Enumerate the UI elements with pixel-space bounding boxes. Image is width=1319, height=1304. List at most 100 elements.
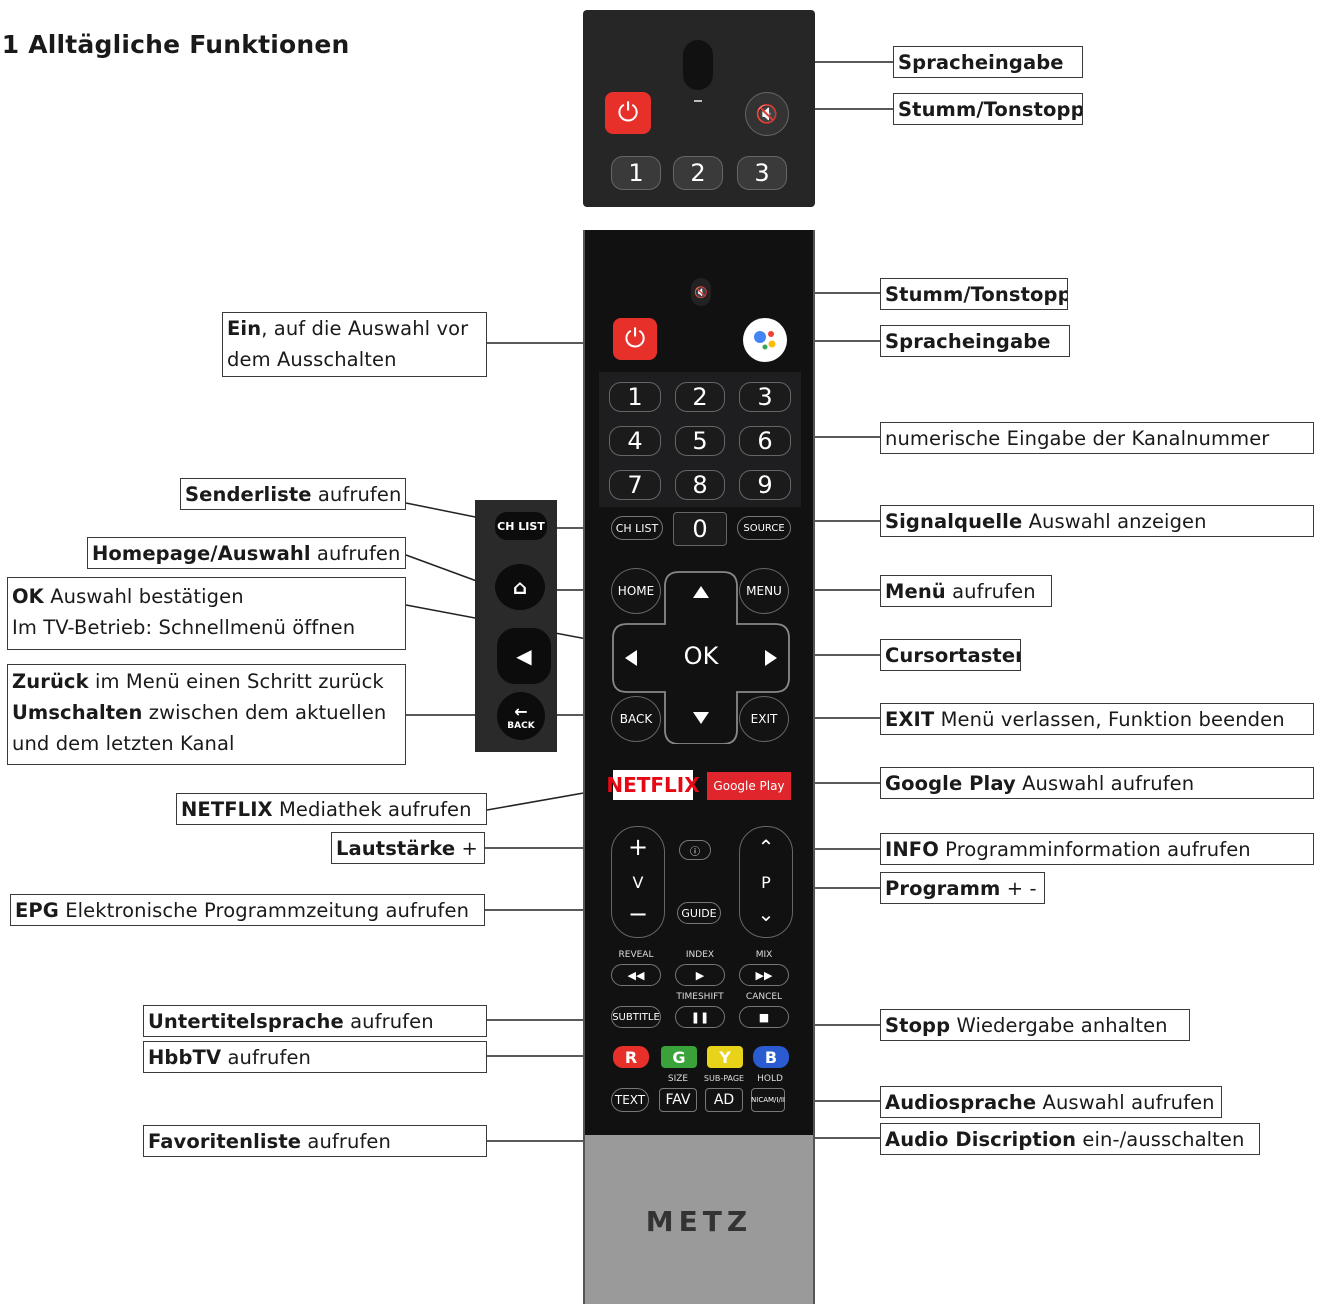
assistant-icon: [754, 331, 776, 350]
exit-button[interactable]: EXIT: [739, 696, 789, 742]
program-up-icon[interactable]: ⌃: [757, 835, 775, 859]
key-6[interactable]: 6: [739, 426, 791, 456]
program-down-icon[interactable]: ⌄: [757, 902, 775, 926]
label-stumm-top: Stumm/Tonstopp: [893, 93, 1083, 125]
ad-button[interactable]: AD: [705, 1088, 743, 1112]
label-stumm: Stumm/Tonstopp: [880, 278, 1068, 310]
key-3-top[interactable]: 3: [737, 156, 787, 190]
power-button[interactable]: ⏻: [613, 318, 657, 360]
fast-forward-icon: ▶▶: [755, 968, 773, 982]
label-signalquelle: Signalquelle Auswahl anzeigen: [880, 505, 1314, 537]
arrow-right-icon[interactable]: [765, 650, 777, 666]
back-side-button[interactable]: ←BACK: [497, 692, 545, 740]
label-hbbtv: HbbTV aufrufen: [143, 1041, 487, 1073]
key-7[interactable]: 7: [609, 470, 661, 500]
label-spracheingabe: Spracheingabe: [880, 325, 1070, 357]
info-button[interactable]: ⓘ: [679, 840, 711, 860]
key-1-top[interactable]: 1: [611, 156, 661, 190]
assistant-button[interactable]: [743, 318, 787, 362]
home-button[interactable]: HOME: [611, 568, 661, 614]
pause-button[interactable]: ❚❚: [675, 1006, 725, 1028]
power-icon: ⏻: [624, 323, 646, 354]
mute-button-top[interactable]: 🔇: [745, 92, 789, 136]
remote-top-photo: ⏻ 🔇 1 2 3: [583, 10, 815, 207]
key-2[interactable]: 2: [675, 382, 725, 412]
label-spracheingabe-top: Spracheingabe: [893, 46, 1083, 78]
forward-button[interactable]: ▶▶: [739, 964, 789, 986]
rewind-icon: ◀◀: [627, 968, 645, 982]
play-icon: ▶: [695, 968, 705, 982]
label-audiosprache: Audiosprache Auswahl aufrufen: [880, 1086, 1222, 1118]
size-label: SIZE: [667, 1074, 689, 1084]
left-side-button[interactable]: ◀: [497, 628, 551, 684]
label-cursortasten: Cursortasten: [880, 639, 1021, 671]
text-button[interactable]: TEXT: [611, 1088, 649, 1112]
label-stopp: Stopp Wiedergabe anhalten: [880, 1009, 1190, 1041]
back-side-label: BACK: [507, 720, 535, 731]
googleplay-button[interactable]: Google Play: [707, 772, 791, 800]
netflix-button[interactable]: NETFLIX: [606, 770, 700, 800]
power-button-top[interactable]: ⏻: [605, 92, 651, 134]
yellow-button[interactable]: Y: [707, 1046, 743, 1068]
back-button[interactable]: BACK: [611, 696, 661, 742]
play-button[interactable]: ▶: [675, 964, 725, 986]
mute-icon: 🔇: [755, 103, 779, 125]
chlist-button[interactable]: CH LIST: [611, 516, 663, 540]
key-2-top[interactable]: 2: [673, 156, 723, 190]
key-9[interactable]: 9: [739, 470, 791, 500]
arrow-left-icon: ◀: [516, 644, 532, 668]
label-audiodescription: Audio Discription ein-/ausschalten: [880, 1123, 1260, 1155]
key-8[interactable]: 8: [675, 470, 725, 500]
key-5[interactable]: 5: [675, 426, 725, 456]
label-senderliste: Senderliste aufrufen: [180, 478, 406, 510]
brand-logo: METZ: [645, 1205, 753, 1238]
power-icon: ⏻: [617, 97, 639, 128]
label-exit: EXIT Menü verlassen, Funktion beenden: [880, 703, 1314, 735]
subpage-label: SUB-PAGE: [703, 1074, 745, 1083]
mute-icon: 🔇: [694, 285, 708, 299]
fav-button[interactable]: FAV: [659, 1088, 697, 1112]
program-label: P: [761, 872, 771, 892]
key-4[interactable]: 4: [609, 426, 661, 456]
source-button[interactable]: SOURCE: [737, 516, 791, 540]
home-side-button[interactable]: ⌂: [495, 564, 545, 610]
mute-button[interactable]: 🔇: [691, 278, 711, 306]
volume-rocker[interactable]: + V −: [611, 826, 665, 938]
arrow-left-icon[interactable]: [625, 650, 637, 666]
pause-icon: ❚❚: [690, 1010, 710, 1024]
volume-down[interactable]: −: [627, 900, 649, 928]
arrow-down-icon[interactable]: [693, 712, 709, 724]
nicam-button[interactable]: NICAM/I/II: [751, 1088, 785, 1112]
stop-button[interactable]: ■: [739, 1006, 789, 1028]
dpad[interactable]: [609, 568, 793, 744]
home-icon: ⌂: [512, 575, 528, 599]
chlist-side-button[interactable]: CH LIST: [495, 512, 547, 540]
red-button[interactable]: R: [613, 1046, 649, 1068]
key-1[interactable]: 1: [609, 382, 661, 412]
key-3[interactable]: 3: [739, 382, 791, 412]
guide-button[interactable]: GUIDE: [677, 902, 721, 924]
mix-label: MIX: [755, 950, 773, 960]
program-rocker[interactable]: ⌃ P ⌄: [739, 826, 793, 938]
volume-label: V: [632, 872, 644, 892]
volume-up[interactable]: +: [627, 833, 649, 861]
label-numerisch: numerische Eingabe der Kanalnummer: [880, 422, 1314, 454]
blue-button[interactable]: B: [753, 1046, 789, 1068]
label-netflix: NETFLIX Mediathek aufrufen: [176, 793, 487, 825]
green-button[interactable]: G: [661, 1046, 697, 1068]
arrow-up-icon[interactable]: [693, 586, 709, 598]
label-epg: EPG Elektronische Programmzeitung aufruf…: [10, 894, 485, 926]
menu-button[interactable]: MENU: [739, 568, 789, 614]
back-arrow-icon: ←: [514, 701, 528, 721]
label-untertitel: Untertitelsprache aufrufen: [143, 1005, 487, 1037]
remote-bottom: [585, 1135, 813, 1304]
page-heading: .1 Alltägliche Funktionen: [0, 30, 350, 59]
rewind-button[interactable]: ◀◀: [611, 964, 661, 986]
key-0[interactable]: 0: [673, 512, 727, 546]
remote-control: 🔇 ⏻ 1 2 3 4 5 6 7 8 9 0 CH LIST SOURCE H…: [583, 230, 815, 1304]
subtitle-button[interactable]: SUBTITLE: [611, 1006, 661, 1028]
ok-button[interactable]: OK: [683, 642, 719, 670]
